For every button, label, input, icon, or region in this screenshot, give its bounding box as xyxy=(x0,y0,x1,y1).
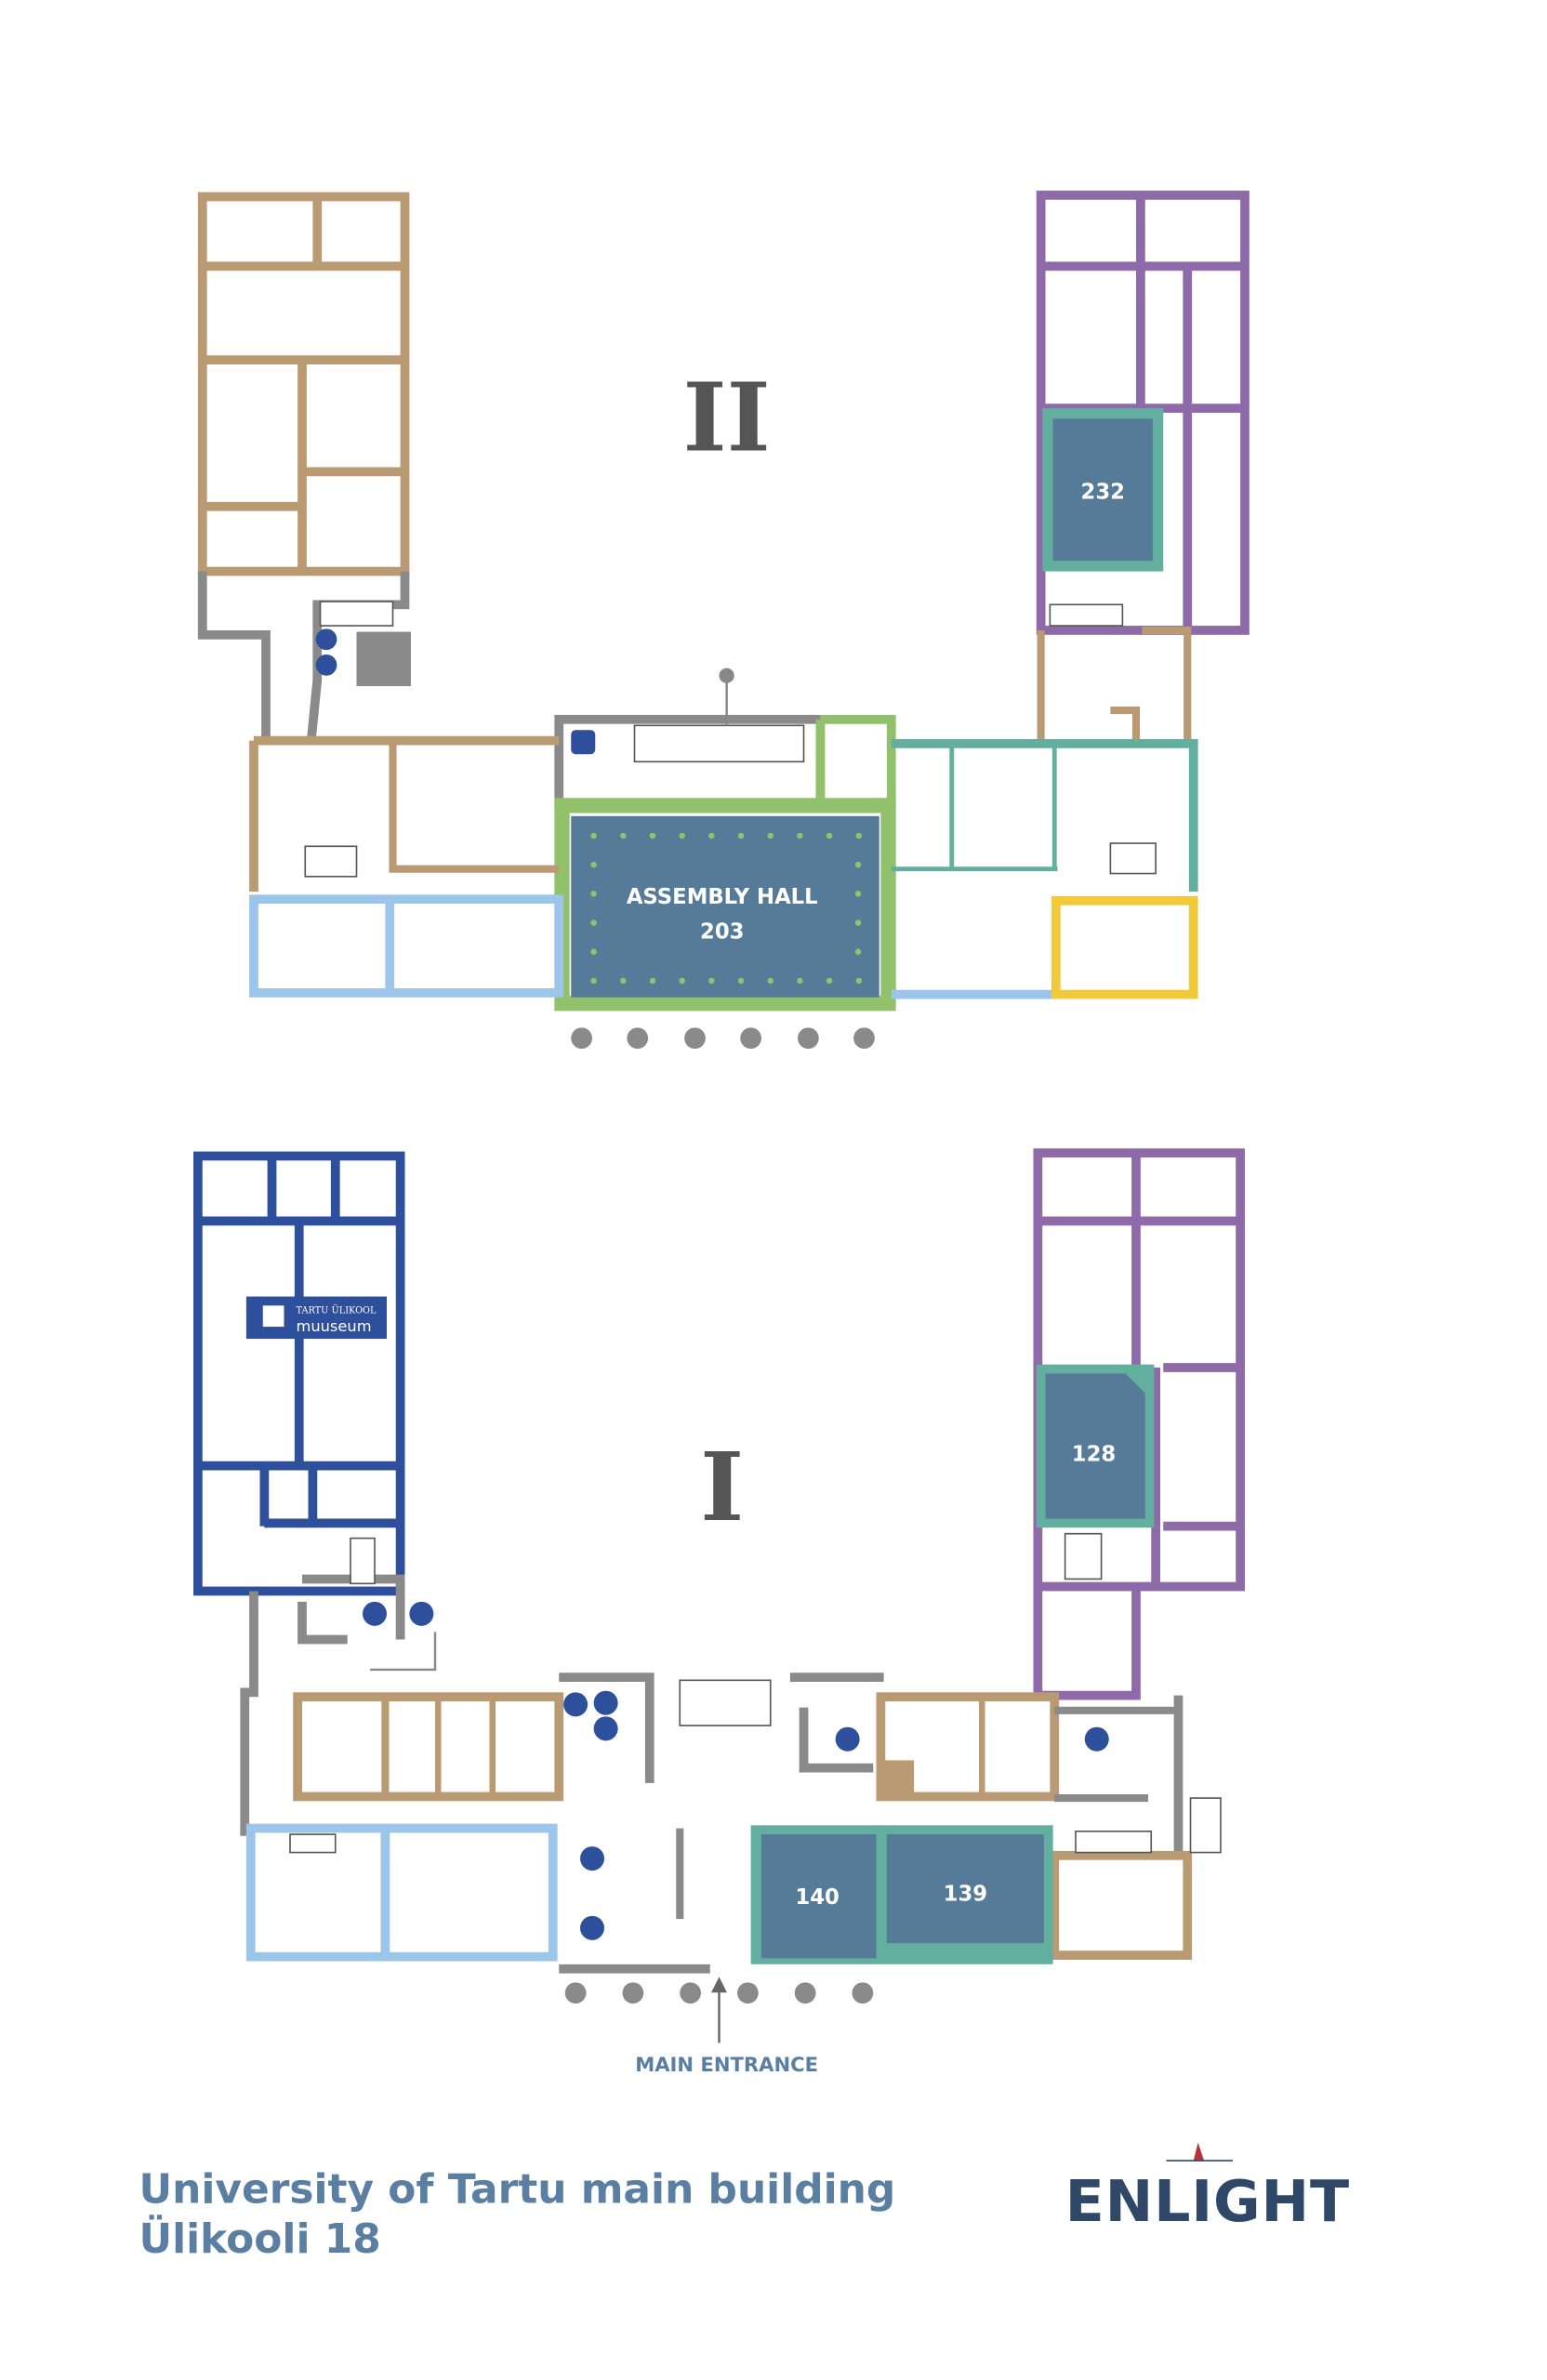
wc-icon xyxy=(315,628,337,651)
room-128[interactable]: 128 xyxy=(1036,1364,1155,1528)
dot xyxy=(649,832,656,840)
room-140-label: 140 xyxy=(795,1885,840,1910)
wc-icon[interactable] xyxy=(563,1692,588,1717)
museum-logo: TARTU ÜLIKOOL muuseum xyxy=(245,1296,387,1340)
info-icon[interactable] xyxy=(580,1915,604,1940)
east-tan-floor2 xyxy=(1037,626,1192,741)
enlight-logo: ENLIGHT xyxy=(1065,2142,1350,2235)
column xyxy=(680,1982,701,2004)
room-232-label: 232 xyxy=(1081,481,1126,505)
dot xyxy=(737,832,745,840)
floor-2-label: II xyxy=(682,363,770,473)
info-icon[interactable] xyxy=(1084,1726,1109,1752)
cloakroom-icon[interactable] xyxy=(580,1846,604,1871)
wc-icon xyxy=(315,654,337,676)
dot xyxy=(854,861,862,868)
column xyxy=(564,1982,587,2004)
dot xyxy=(649,977,656,985)
room-232[interactable]: 232 xyxy=(1042,408,1164,572)
room-128-label: 128 xyxy=(1072,1443,1117,1467)
floor-1: TARTU ÜLIKOOL muuseum 128 xyxy=(193,1148,1245,2076)
main-entrance-label: MAIN ENTRANCE xyxy=(635,2053,818,2076)
dot xyxy=(708,832,715,840)
dot xyxy=(854,919,862,926)
west-connector-floor2 xyxy=(197,571,410,742)
stairs-icon xyxy=(319,601,394,627)
dot xyxy=(708,977,715,985)
column xyxy=(684,1027,706,1050)
dot xyxy=(590,891,597,897)
east-lower-floor2 xyxy=(815,714,1198,999)
stairs-icon xyxy=(1049,603,1124,627)
dot xyxy=(590,919,597,926)
assembly-hall-label: ASSEMBLY HALL xyxy=(627,885,818,909)
dot xyxy=(679,977,685,985)
accessible-route-arrow xyxy=(370,1632,437,1672)
column xyxy=(852,1982,874,2004)
floor-2: 232 ASSEMBLY HALL 203 xyxy=(197,191,1250,1050)
column xyxy=(737,1982,759,2004)
bottom-row-floor1 xyxy=(245,1673,1222,1974)
column xyxy=(627,1027,649,1050)
info-icon[interactable] xyxy=(835,1726,860,1752)
column xyxy=(571,1027,592,1050)
stairs-icon xyxy=(1064,1532,1103,1580)
museum-building-icon xyxy=(262,1305,284,1328)
dot xyxy=(826,977,833,985)
dot xyxy=(620,832,627,840)
room-139[interactable]: 139 xyxy=(886,1834,1044,1944)
dot xyxy=(590,977,597,985)
dot xyxy=(590,832,597,840)
dot xyxy=(679,832,685,840)
center-floor2 xyxy=(554,668,826,809)
museum-logo-line2: muuseum xyxy=(297,1317,372,1335)
accessible-icon[interactable] xyxy=(593,1690,618,1715)
info-icon[interactable] xyxy=(363,1601,387,1626)
portico-columns-floor2 xyxy=(571,1027,875,1050)
room-139-label: 139 xyxy=(944,1883,987,1907)
building-address: Ülikooli 18 xyxy=(139,2214,381,2263)
dot xyxy=(854,948,862,955)
stairs-icon xyxy=(350,1537,376,1585)
wc-block xyxy=(356,631,411,687)
column xyxy=(622,1982,644,2004)
elevator-icon xyxy=(571,730,596,755)
column xyxy=(794,1982,816,2004)
dot xyxy=(737,977,745,985)
west-connector-floor1 xyxy=(240,1574,405,1836)
dot xyxy=(854,891,862,897)
west-lower-floor2 xyxy=(249,735,564,998)
museum-logo-line1: TARTU ÜLIKOOL xyxy=(297,1304,377,1316)
dot xyxy=(620,977,627,985)
west-wing-floor2 xyxy=(197,192,410,576)
dot xyxy=(826,832,833,840)
dot xyxy=(767,977,774,985)
building-title: University of Tartu main building xyxy=(139,2166,896,2214)
dot xyxy=(855,832,863,840)
dot xyxy=(797,832,803,840)
assembly-hall[interactable]: ASSEMBLY HALL 203 xyxy=(554,798,896,1012)
column xyxy=(798,1027,819,1050)
west-wing-museum xyxy=(193,1151,405,1596)
floor-1-label: I xyxy=(700,1432,744,1542)
assembly-hall-number: 203 xyxy=(700,919,745,944)
dot xyxy=(590,948,597,955)
portico-columns-floor1 xyxy=(564,1982,874,2004)
accessible-icon[interactable] xyxy=(593,1716,618,1741)
column xyxy=(853,1027,875,1050)
dot xyxy=(855,977,863,985)
hall-dots xyxy=(590,832,863,985)
accessible-icon[interactable] xyxy=(409,1601,434,1626)
column xyxy=(740,1027,761,1050)
entrance-arrow-icon xyxy=(711,1977,727,2043)
enlight-logo-text: ENLIGHT xyxy=(1065,2168,1350,2235)
dot xyxy=(797,977,803,985)
dot xyxy=(767,832,774,840)
dot xyxy=(590,861,597,868)
